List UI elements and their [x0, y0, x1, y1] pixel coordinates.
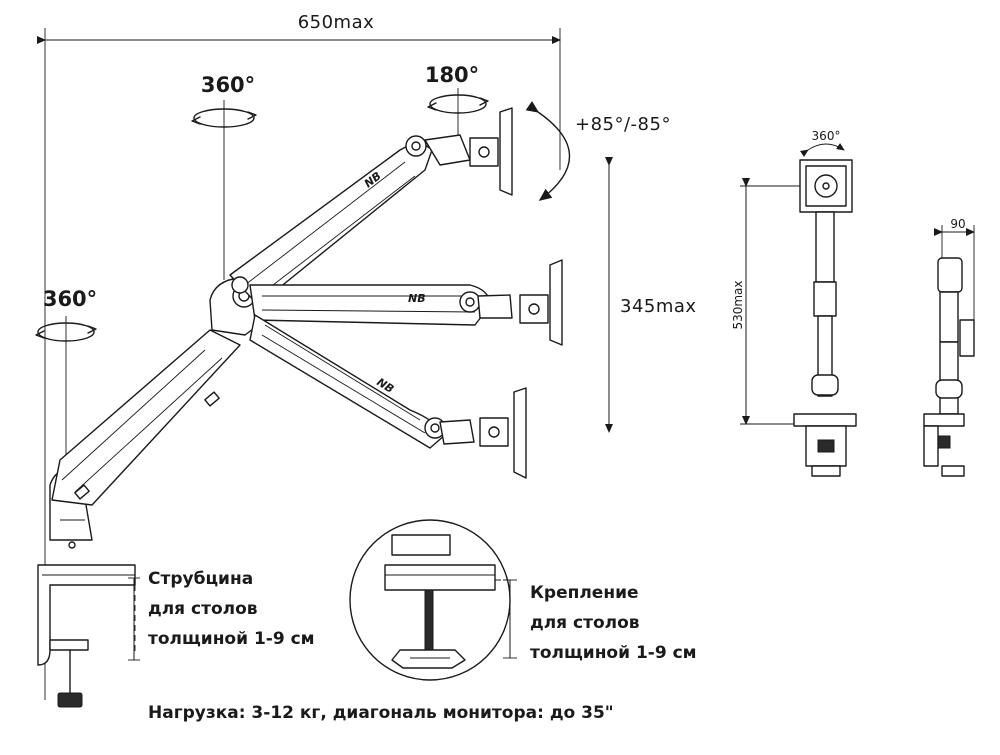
grommet-label-line-2: для столов	[530, 613, 640, 633]
grommet-label-line-1: Крепление	[530, 583, 639, 603]
height-range-label: 345max	[620, 296, 697, 317]
load-note: Нагрузка: 3-12 кг, диагональ монитора: д…	[148, 703, 614, 723]
head-low	[439, 387, 527, 479]
front-view: 360° 530max	[731, 129, 857, 477]
tilt-label: +85°/-85°	[575, 114, 671, 135]
height-range-dimension: 345max	[605, 157, 697, 433]
depth-label: 90	[950, 217, 965, 231]
grommet-detail	[349, 519, 517, 681]
head-rotation-indicator: 180°	[425, 63, 489, 140]
clamp-label-line-3: толщиной 1-9 см	[148, 629, 315, 649]
total-height-label: 530max	[731, 280, 745, 329]
tilt-indicator: +85°/-85°	[525, 101, 671, 201]
monitor-arm-main: NB NB NB	[37, 107, 563, 708]
arm-rotation-label: 360°	[201, 73, 255, 97]
clamp-label-line-2: для столов	[148, 599, 258, 619]
base-rotation-label: 360°	[43, 287, 97, 311]
side-view: 90	[923, 217, 975, 477]
clamp-label: Струбцина для столов толщиной 1-9 см	[148, 569, 315, 649]
head-rotation-label: 180°	[425, 63, 479, 87]
base-rotation-indicator: 360°	[35, 287, 97, 540]
head-high	[424, 107, 513, 196]
grommet-label-line-3: толщиной 1-9 см	[530, 643, 697, 663]
brand-logo-middle: NB	[408, 292, 426, 305]
clamp-label-line-1: Струбцина	[148, 569, 253, 589]
head-middle	[477, 259, 563, 346]
grommet-label: Крепление для столов толщиной 1-9 см	[530, 583, 697, 663]
width-max-label: 650max	[298, 12, 375, 33]
front-view-rotation-label: 360°	[812, 129, 841, 143]
desk-clamp	[37, 564, 140, 708]
arm-rotation-indicator: 360°	[191, 73, 257, 280]
